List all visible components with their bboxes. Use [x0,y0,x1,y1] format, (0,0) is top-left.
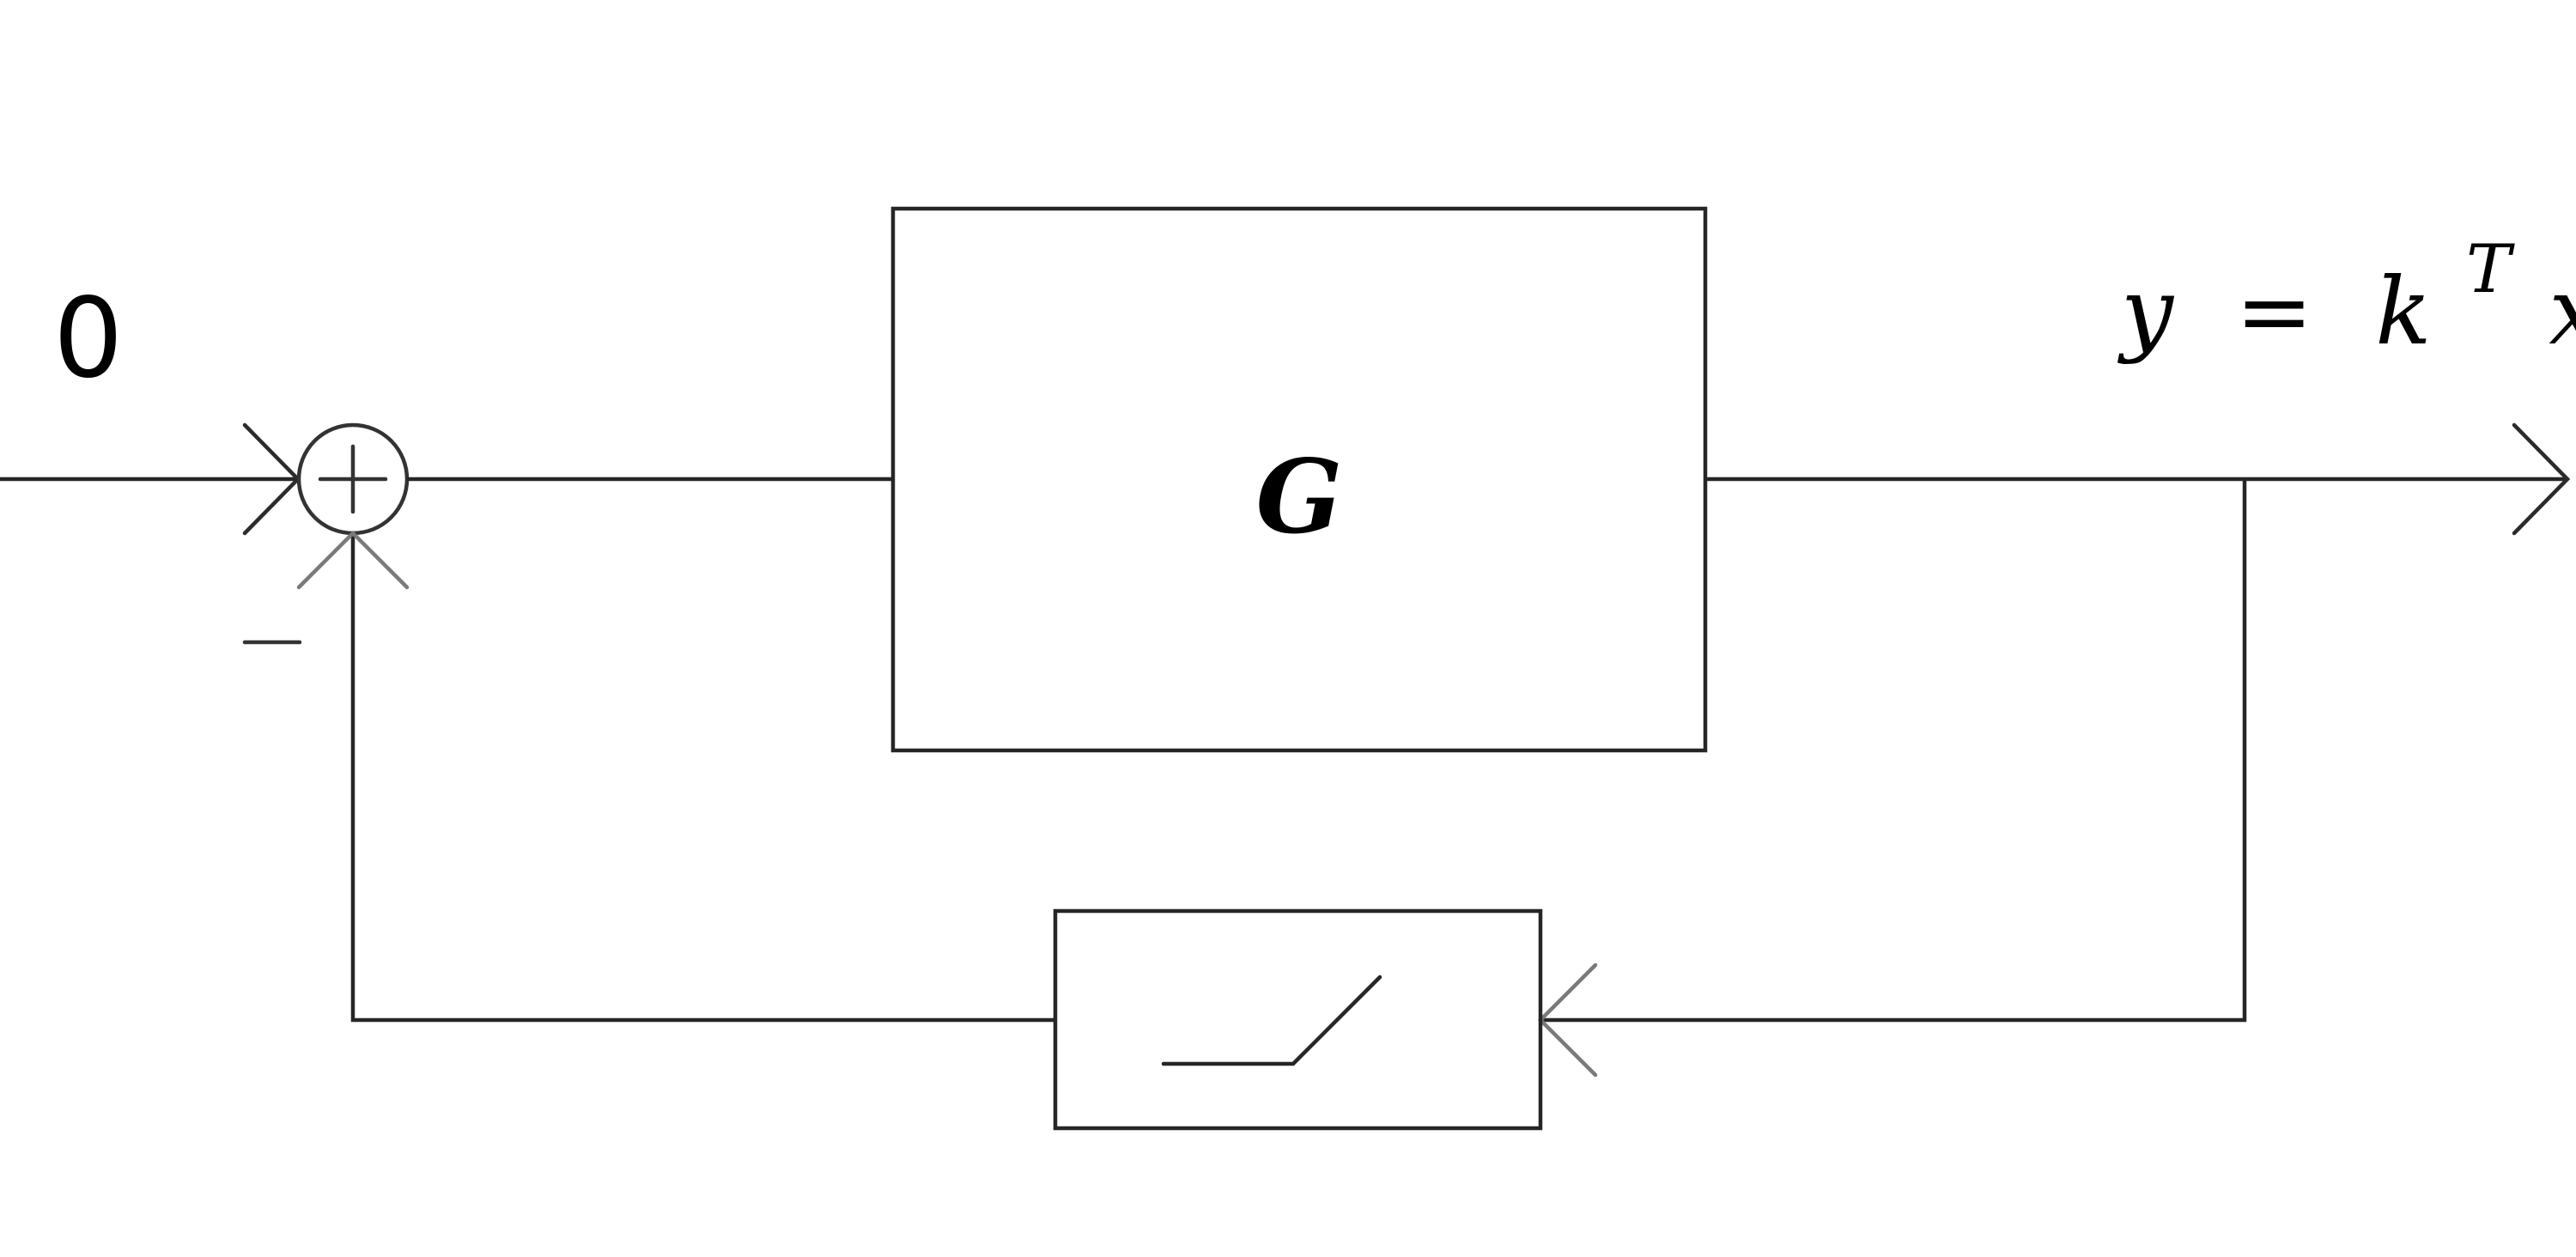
nonlinearity-block [1053,908,1543,1131]
input-label: 0 [53,275,123,403]
output-y: y [2117,258,2175,366]
output-equals: = [2235,258,2313,366]
output-x: x [2549,258,2576,366]
plant-label: G [1256,437,1343,556]
output-arrowhead [2512,422,2571,536]
output-k: k [2375,258,2431,366]
relu-ramp-icon [1161,975,1382,1066]
output-label: y = k T x [2117,207,2576,366]
feedback-return-line [350,533,1055,1023]
output-transpose: T [2466,231,2515,308]
feedback-pickoff-line [1540,479,2247,1023]
junction-feedback-arrowhead [296,530,410,590]
summing-junction [296,422,410,536]
